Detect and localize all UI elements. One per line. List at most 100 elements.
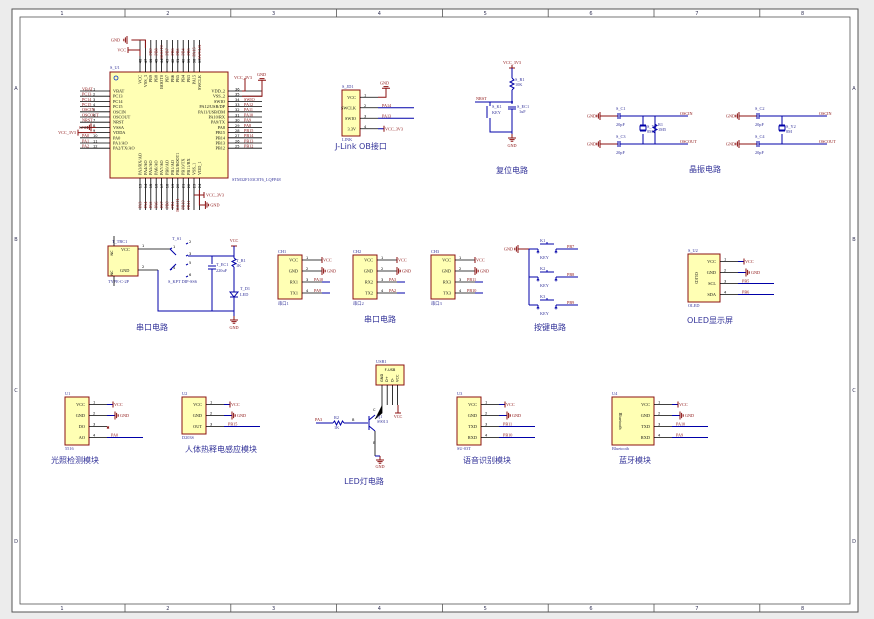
power-section-title: 串口电路 <box>136 322 168 332</box>
crystal-cap-value: 20pF <box>616 122 625 127</box>
led-ref: T_D1 <box>240 286 250 291</box>
usb-pin-name: VCC <box>396 374 400 382</box>
keys-section-title: 按键电路 <box>534 322 566 332</box>
pin-name: PB12 <box>215 146 225 151</box>
net-label: PA15 <box>191 47 196 56</box>
net-label: PA14 <box>382 103 392 108</box>
pin-number: 34 <box>235 98 240 102</box>
net-label: GND <box>504 247 513 252</box>
zone-col-label: 1 <box>60 606 63 612</box>
net-label: VBAT <box>82 86 93 91</box>
switch-pin-number: 2 <box>189 240 191 244</box>
ground-icon <box>230 319 238 324</box>
pin-number: 7 <box>93 119 95 123</box>
oled-section-title: OLED显示屏 <box>687 316 733 325</box>
zone-row-label: C <box>852 388 856 394</box>
zone-col-label: 5 <box>484 606 487 612</box>
pin-number: 2 <box>381 267 383 271</box>
switch-pin-number: 6 <box>189 273 192 277</box>
pin-number: 10 <box>93 134 98 138</box>
switch-pin-number: 3 <box>189 252 191 256</box>
zone-row-label: D <box>14 539 18 545</box>
net-label: GND <box>726 142 735 147</box>
pin-name: PB8 <box>154 75 159 82</box>
key-ref: K2 <box>540 266 545 271</box>
pin-number: 18 <box>165 183 169 188</box>
crystal-value: 8M <box>647 129 653 134</box>
reset-resistor-ref: S_R1 <box>515 77 525 82</box>
pin-number: 1 <box>306 256 308 260</box>
net-label: VCC_3V3 <box>503 60 521 65</box>
pin-number: 3 <box>658 423 660 427</box>
net-label: PA0 <box>82 133 89 138</box>
pin-number: 48 <box>138 58 142 63</box>
switch-pin-number: 4 <box>173 266 176 270</box>
uart-designator: CH2 <box>353 249 361 254</box>
pin-name: PB0/AO <box>164 160 169 175</box>
pin-name: PC14 <box>113 99 123 104</box>
pin-name: PB1/AO <box>170 160 175 175</box>
pin-name: SWIO <box>345 116 356 121</box>
zone-row-label: C <box>14 388 18 394</box>
light-section-title: 光照检测模块 <box>51 455 99 465</box>
jlink-body <box>341 89 361 137</box>
pin-number: 3 <box>210 423 212 427</box>
net-label: PA3 <box>315 417 322 422</box>
zone-col-label: 6 <box>589 606 592 612</box>
net-label: OSCIN <box>82 107 95 112</box>
ground-icon <box>508 137 516 142</box>
pir-body <box>181 396 207 435</box>
pin-name: DO <box>79 424 85 429</box>
pin-name: 3.3V <box>348 126 357 131</box>
usb-pin-name: GND <box>380 374 384 382</box>
pin-name: VCC <box>193 402 202 407</box>
pin-name: PA2/TX/AO <box>113 146 135 151</box>
pin-name: VBAT <box>113 89 125 94</box>
pin-number: 2 <box>459 267 461 271</box>
net-label: VCC <box>398 258 407 263</box>
net-label: PA8 <box>244 123 251 128</box>
pin-name: SWIO <box>214 99 225 104</box>
net-label: PB14 <box>244 133 254 138</box>
net-label: PA1 <box>82 138 89 143</box>
usb-pin-name: D- <box>390 377 394 382</box>
net-label: VCC <box>230 238 239 243</box>
pin-number: 4 <box>485 434 488 438</box>
net-label: GND <box>480 269 489 274</box>
reset-section-title: 复位电路 <box>496 165 528 175</box>
mcu-body <box>109 71 229 179</box>
typec-pin-name: GND <box>120 268 129 273</box>
pin-number: 4 <box>724 291 727 295</box>
pin-name: RXD <box>468 435 477 440</box>
resistor-icon <box>332 419 345 427</box>
pin-number: 8 <box>93 124 96 128</box>
net-label: GND <box>120 413 129 418</box>
pin-name: PC13 <box>113 94 123 99</box>
ground-icon <box>396 267 401 275</box>
uart-body <box>430 254 456 300</box>
crystal-icon <box>640 124 646 132</box>
reset-key-value: KEY <box>492 110 501 115</box>
crystal-ref: S_Y2 <box>786 124 796 129</box>
crystal-value: 8M <box>786 129 792 134</box>
zone-col-label: 6 <box>589 11 592 17</box>
pin-number: 1 <box>658 401 660 405</box>
pin-number: 3 <box>93 98 95 102</box>
crystal-cap-ref: S_C3 <box>616 134 626 139</box>
pin-number: 14 <box>144 183 148 188</box>
zone-col-label: 7 <box>695 11 698 17</box>
pin-number: 38 <box>192 58 196 63</box>
net-label: GND <box>257 72 266 77</box>
crystal-icon <box>639 125 647 131</box>
pin-name: TX1 <box>290 291 298 296</box>
net-label: BOOT0 <box>159 45 164 59</box>
net-label: GND <box>587 114 596 119</box>
crystal-cap-value: 20pF <box>755 122 764 127</box>
pin-name: GND <box>641 413 650 418</box>
net-label: PA10 <box>244 112 253 117</box>
pin-number: 3 <box>485 423 487 427</box>
net-label: PB12 <box>244 144 253 149</box>
zone-col-label: 3 <box>272 606 275 612</box>
net-label: PA4 <box>143 201 148 209</box>
net-label: PB7 <box>567 244 574 249</box>
